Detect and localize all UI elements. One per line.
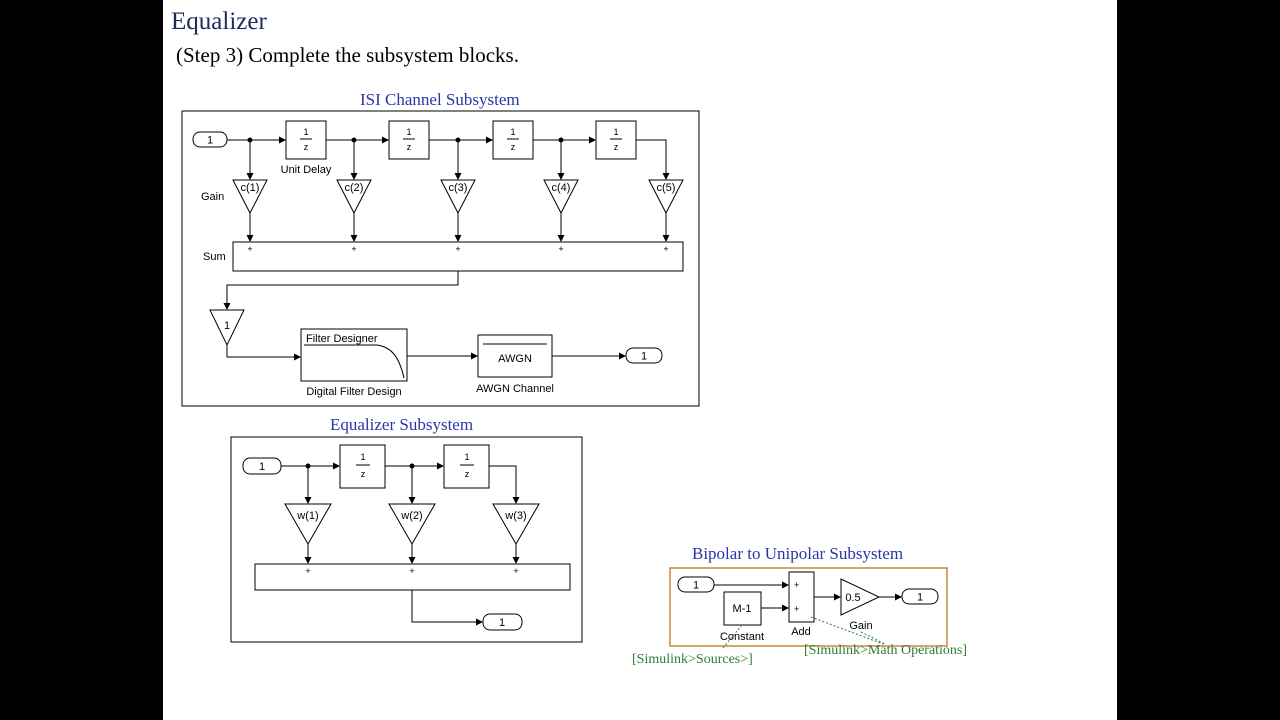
svg-text:z: z	[304, 142, 309, 152]
svg-text:+: +	[351, 244, 356, 254]
eq-outport[interactable]	[482, 613, 523, 631]
svg-text:+: +	[794, 604, 799, 614]
digital-filter-design-block[interactable]: Filter Designer	[300, 328, 408, 382]
svg-text:+: +	[558, 244, 563, 254]
svg-text:w(2): w(2)	[400, 510, 422, 522]
isi-outport[interactable]	[625, 347, 663, 364]
svg-text:+: +	[305, 566, 310, 576]
eq-gain-w3[interactable]: w(3)	[492, 503, 540, 546]
slide-title: Equalizer	[171, 8, 267, 35]
isi-gain-c4[interactable]: c(4)	[543, 179, 579, 215]
svg-text:+: +	[409, 566, 414, 576]
bipolar-outport-label: 1	[917, 592, 923, 604]
isi-channel-title: ISI Channel Subsystem	[360, 90, 520, 109]
add-label: Add	[791, 626, 811, 638]
svg-text:w(1): w(1)	[296, 510, 318, 522]
slide-subtitle: (Step 3) Complete the subsystem blocks.	[176, 43, 519, 67]
lib-sources-hint: [Simulink>Sources>]	[632, 652, 753, 667]
svg-text:c(1): c(1)	[241, 182, 260, 194]
bipolar-inport-label: 1	[693, 580, 699, 592]
eq-outport-label: 1	[499, 617, 505, 629]
isi-unit-delay-1[interactable]: 1 z	[285, 120, 327, 160]
bipolar-gain-label: Gain	[849, 620, 872, 632]
bipolar-gain-block[interactable]: 0.5	[840, 578, 881, 616]
eq-sum-block[interactable]: + + +	[254, 563, 571, 591]
isi-outport-label: 1	[641, 351, 647, 363]
svg-text:c(4): c(4)	[552, 182, 571, 194]
svg-text:1: 1	[406, 127, 411, 137]
isi-gain-c1[interactable]: c(1)	[232, 179, 268, 215]
svg-text:0.5: 0.5	[845, 592, 860, 604]
isi-gain-c5[interactable]: c(5)	[648, 179, 684, 215]
svg-text:c(3): c(3)	[449, 182, 468, 194]
unit-delay-label: Unit Delay	[281, 164, 332, 176]
gain-row-label: Gain	[201, 191, 224, 203]
svg-text:1: 1	[464, 452, 469, 462]
isi-gain-1[interactable]: 1	[209, 309, 245, 347]
diagram-canvas: 1 1 z Unit Delay 1 z 1 z 1 z	[181, 110, 967, 667]
isi-gain-c3[interactable]: c(3)	[440, 179, 476, 215]
svg-text:Filter Designer: Filter Designer	[306, 333, 378, 345]
svg-text:+: +	[794, 580, 799, 590]
add-block[interactable]: + +	[788, 571, 815, 623]
awgn-channel-block[interactable]: AWGN	[477, 334, 553, 378]
digital-filter-design-label: Digital Filter Design	[306, 386, 401, 398]
isi-frame	[181, 110, 700, 407]
svg-text:1: 1	[224, 320, 230, 332]
svg-text:+: +	[247, 244, 252, 254]
sum-label: Sum	[203, 251, 226, 263]
eq-unit-delay-1[interactable]: 1 z	[339, 444, 386, 489]
svg-text:c(5): c(5)	[657, 182, 676, 194]
eq-unit-delay-2[interactable]: 1 z	[443, 444, 490, 489]
svg-text:z: z	[465, 469, 470, 479]
bipolar-title: Bipolar to Unipolar Subsystem	[692, 544, 904, 563]
svg-text:AWGN: AWGN	[498, 353, 532, 365]
svg-text:z: z	[511, 142, 516, 152]
constant-block[interactable]: M-1	[723, 591, 762, 626]
svg-text:+: +	[513, 566, 518, 576]
slide: Equalizer (Step 3) Complete the subsyste…	[163, 0, 1117, 720]
bipolar-frame	[669, 567, 948, 647]
svg-text:M-1: M-1	[733, 603, 752, 615]
equalizer-title: Equalizer Subsystem	[330, 415, 474, 434]
svg-text:1: 1	[360, 452, 365, 462]
equalizer-frame	[230, 436, 583, 643]
bipolar-outport[interactable]	[901, 588, 939, 605]
eq-gain-w1[interactable]: w(1)	[284, 503, 332, 546]
svg-text:1: 1	[510, 127, 515, 137]
lib-math-hint: [Simulink>Math Operations]	[804, 643, 967, 658]
svg-text:c(2): c(2)	[345, 182, 364, 194]
svg-text:z: z	[614, 142, 619, 152]
isi-gain-c2[interactable]: c(2)	[336, 179, 372, 215]
svg-text:1: 1	[613, 127, 618, 137]
eq-inport-label: 1	[259, 461, 265, 473]
constant-label: Constant	[720, 631, 764, 643]
svg-text:z: z	[407, 142, 412, 152]
svg-text:+: +	[663, 244, 668, 254]
isi-unit-delay-3[interactable]: 1 z	[492, 120, 534, 160]
isi-unit-delay-4[interactable]: 1 z	[595, 120, 637, 160]
awgn-channel-label: AWGN Channel	[476, 383, 554, 395]
svg-text:z: z	[361, 469, 366, 479]
isi-inport-label: 1	[207, 135, 213, 147]
svg-text:+: +	[455, 244, 460, 254]
isi-unit-delay-2[interactable]: 1 z	[388, 120, 430, 160]
isi-sum-block[interactable]: + + + + +	[232, 241, 684, 272]
svg-text:1: 1	[303, 127, 308, 137]
eq-gain-w2[interactable]: w(2)	[388, 503, 436, 546]
svg-text:w(3): w(3)	[504, 510, 526, 522]
